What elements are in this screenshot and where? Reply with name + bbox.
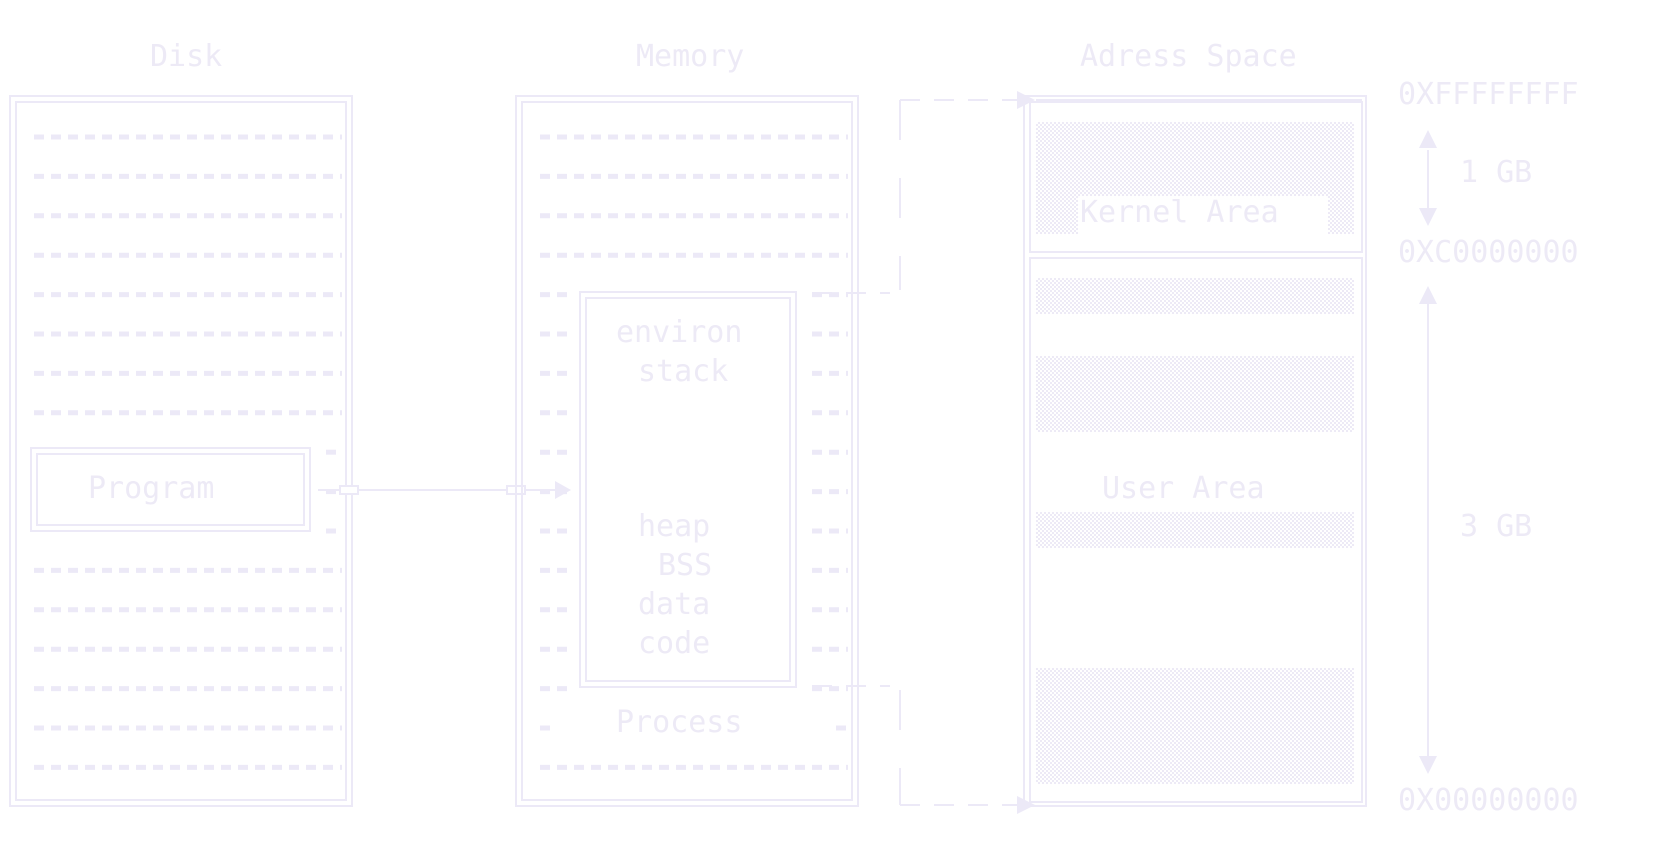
segment-heap: heap xyxy=(638,509,711,544)
memory-storage-rows xyxy=(540,134,848,770)
process-label: Process xyxy=(616,705,743,740)
load-arrow xyxy=(318,481,571,499)
address-bottom: 0X00000000 xyxy=(1398,783,1579,818)
segment-environ: environ xyxy=(616,315,743,350)
disk-storage-rows xyxy=(34,134,342,770)
kernel-area-label: Kernel Area xyxy=(1080,195,1279,230)
user-area-label: User Area xyxy=(1102,471,1265,506)
kernel-size-arrow xyxy=(1419,130,1437,226)
segment-bss: BSS xyxy=(658,548,713,583)
user-size-label: 3 GB xyxy=(1460,509,1533,544)
program-box xyxy=(30,447,311,532)
address-top: 0XFFFFFFFF xyxy=(1398,77,1579,112)
segment-code: code xyxy=(638,626,711,661)
segment-stack: stack xyxy=(638,354,729,389)
address-space-title: Adress Space xyxy=(1080,39,1297,74)
mapping-brackets xyxy=(812,91,1035,814)
kernel-area-region xyxy=(1029,101,1363,253)
disk-box xyxy=(9,95,353,807)
user-size-arrow xyxy=(1419,286,1437,774)
process-box xyxy=(579,291,797,688)
segment-data: data xyxy=(638,587,711,622)
memory-title: Memory xyxy=(636,39,745,74)
disk-title: Disk xyxy=(150,39,223,74)
memory-box xyxy=(515,95,859,807)
kernel-size-label: 1 GB xyxy=(1460,155,1533,190)
address-split: 0XC0000000 xyxy=(1398,235,1579,270)
user-area-region xyxy=(1029,257,1363,803)
program-label: Program xyxy=(88,471,215,506)
